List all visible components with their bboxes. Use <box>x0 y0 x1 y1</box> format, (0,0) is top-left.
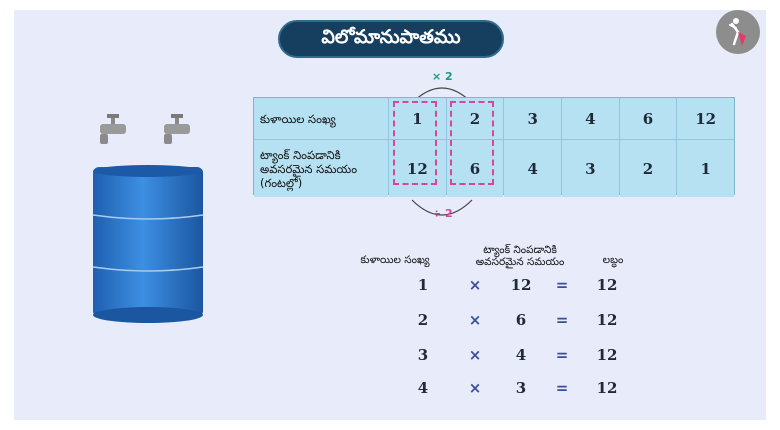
tap-icon <box>98 112 130 150</box>
tap-icon <box>160 112 192 150</box>
page-title: విలోమానుపాతము <box>278 20 504 58</box>
calc-taps-value: 1 <box>417 276 429 294</box>
calc-product-value: 12 <box>596 311 618 329</box>
highlight-box-col2 <box>450 101 494 185</box>
inverse-proportion-table: కుళాయిల సంఖ్య 1 2 3 4 6 12 ట్యాంక్ నింపడ… <box>253 97 735 197</box>
row-header-hours-line1: ట్యాంక్ నింపడానికి <box>260 147 341 162</box>
hours-cell: 3 <box>562 140 619 197</box>
hours-cell: 2 <box>619 140 677 197</box>
taps-cell: 12 <box>677 98 734 139</box>
calc-taps-value: 4 <box>417 379 429 397</box>
calc-hours-value: 3 <box>515 379 527 397</box>
calc-header-taps: కుళాయిల సంఖ్య <box>360 254 430 266</box>
row-header-taps: కుళాయిల సంఖ్య <box>254 98 388 139</box>
multiply-sign: × <box>468 276 482 294</box>
equals-sign: = <box>555 346 569 364</box>
multiply-sign: × <box>468 311 482 329</box>
dancer-logo-icon <box>716 10 760 54</box>
calc-header-time-line1: ట్యాంక్ నింపడానికి <box>483 244 557 256</box>
divide-two-label: ÷ 2 <box>432 207 453 220</box>
times-two-label: × 2 <box>432 70 453 83</box>
calc-taps-value: 2 <box>417 311 429 329</box>
calc-hours-value: 12 <box>510 276 532 294</box>
multiply-sign: × <box>468 346 482 364</box>
calc-hours-value: 6 <box>515 311 527 329</box>
taps-cell: 4 <box>562 98 619 139</box>
calc-header-time-line2: అవసరమైన సమయం <box>475 256 565 268</box>
calc-product-value: 12 <box>596 276 618 294</box>
equals-sign: = <box>555 276 569 294</box>
highlight-box-col1 <box>393 101 437 185</box>
taps-cell: 3 <box>504 98 561 139</box>
calc-header-time: ట్యాంక్ నింపడానికి అవసరమైన సమయం <box>455 244 585 268</box>
hours-cell: 4 <box>504 140 561 197</box>
multiply-sign: × <box>468 379 482 397</box>
calc-taps-value: 3 <box>417 346 429 364</box>
taps-cell: 6 <box>619 98 677 139</box>
calc-product-value: 12 <box>596 346 618 364</box>
water-drum-illustration <box>88 105 208 334</box>
hours-cell: 1 <box>677 140 734 197</box>
equals-sign: = <box>555 311 569 329</box>
row-header-hours: ట్యాంక్ నింపడానికి అవసరమైన సమయం (గంటల్లో… <box>254 140 388 197</box>
row-header-hours-line2: అవసరమైన సమయం <box>260 161 358 176</box>
equals-sign: = <box>555 379 569 397</box>
calc-hours-value: 4 <box>515 346 527 364</box>
row-header-hours-line3: (గంటల్లో) <box>260 175 303 190</box>
calc-product-value: 12 <box>596 379 618 397</box>
calc-header-product: లబ్ధం <box>602 254 624 266</box>
